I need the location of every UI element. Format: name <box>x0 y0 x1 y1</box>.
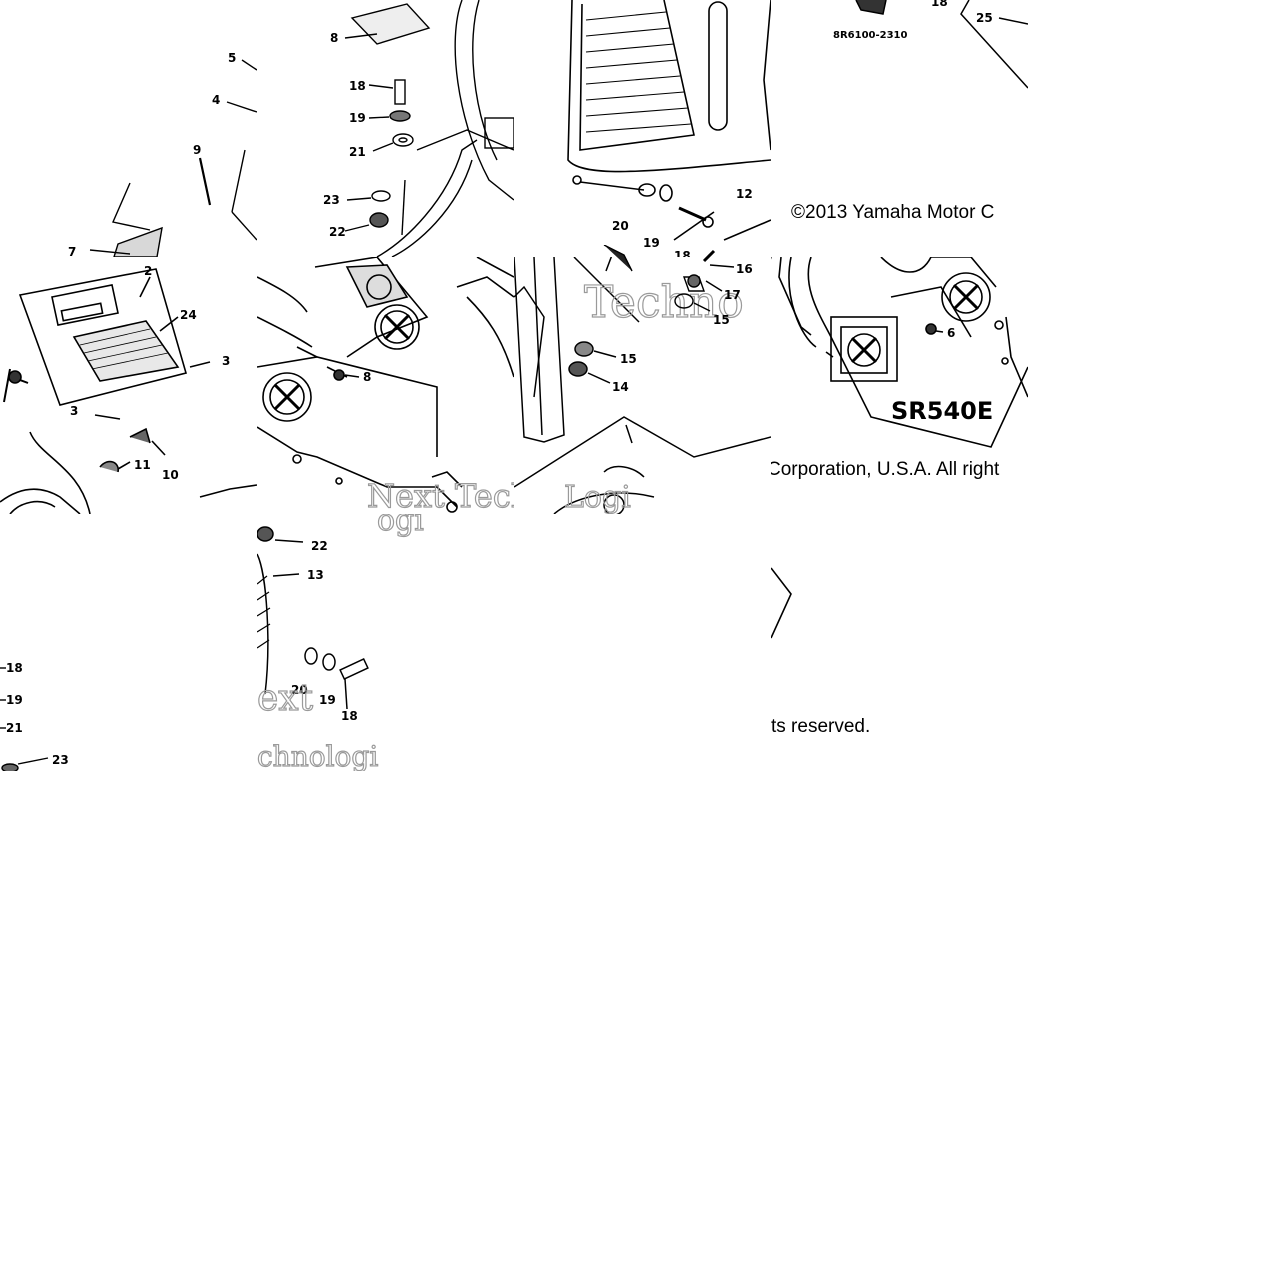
diagram-tile-1: 5 4 9 7 <box>0 0 257 257</box>
callout-5: 5 <box>228 51 236 65</box>
part-code: 8R6100-2310 <box>833 30 908 41</box>
callout-23-d: 23 <box>52 753 69 767</box>
callout-7: 7 <box>68 245 76 257</box>
callout-25: 25 <box>976 11 993 25</box>
callout-19: 19 <box>349 111 366 125</box>
callout-22-b: 22 <box>311 539 328 553</box>
watermark-group: Next Tech <box>366 476 514 514</box>
callout-17: 17 <box>724 288 741 302</box>
diagram-tile-8: 6 SR540E Corporation, U.S.A. All right <box>771 257 1028 514</box>
tile-6-drawing: 8 Next Tech <box>257 257 514 514</box>
diagram-tile-2: 8 18 19 21 23 22 <box>257 0 514 257</box>
callout-6: 6 <box>947 326 955 340</box>
callout-18-c: 18 <box>931 0 948 9</box>
tile-7-drawing: 15 14 Techno Logi <box>514 257 771 514</box>
callout-19-b: 19 <box>643 236 660 250</box>
callout-18-b: 18 <box>674 249 691 257</box>
callout-16: 16 <box>736 262 753 276</box>
callout-8-b: 8 <box>363 370 371 384</box>
callout-23: 23 <box>323 193 340 207</box>
callout-9: 9 <box>193 143 201 157</box>
callout-strip-drawing: 16 17 15 <box>603 245 753 325</box>
callout-3-b: 3 <box>70 404 78 418</box>
diagram-tile-6: 8 Next Tech <box>257 257 514 514</box>
tile-10-drawing: 22 13 20 19 18 ogi ext chnologi <box>257 514 424 771</box>
diagram-tile-7: 15 14 Techno Logi <box>514 257 771 514</box>
callout-12: 12 <box>736 187 753 201</box>
watermark-text-1: Techno <box>584 277 744 328</box>
watermark-text-6: chnologi <box>257 740 378 771</box>
watermark-text-5: ext <box>257 678 314 719</box>
callout-18: 18 <box>349 79 366 93</box>
tile-8-drawing: 6 SR540E <box>771 257 1028 448</box>
tile-9-drawing: 18 19 21 23 <box>0 661 69 771</box>
callout-20-b: 20 <box>291 683 308 697</box>
watermark-text-2: Next Tech <box>367 477 514 514</box>
diagram-tile-10: 22 13 20 19 18 ogi ext chnologi <box>257 514 514 771</box>
copyright-line-1: ©2013 Yamaha Motor C <box>791 202 995 223</box>
callout-11: 11 <box>134 458 151 472</box>
callout-21-d: 21 <box>6 721 23 735</box>
callout-18-e: 18 <box>341 709 358 723</box>
diagram-tile-5: 2 24 3 3 10 11 <box>0 257 257 514</box>
callout-15: 15 <box>620 352 637 366</box>
callout-4: 4 <box>212 93 220 107</box>
callout-15-b: 15 <box>713 313 730 325</box>
diagram-tile-12: ts reserved. <box>771 514 1028 771</box>
callout-18-d: 18 <box>6 661 23 675</box>
callout-14: 14 <box>612 380 629 394</box>
tile-4-drawing: 18 25 8R6100-2310 <box>833 0 1028 89</box>
callout-24: 24 <box>180 308 197 322</box>
tile-2-drawing: 8 18 19 21 23 22 <box>323 0 514 257</box>
tile-5-drawing: 2 24 3 3 10 11 <box>0 264 257 514</box>
callout-8: 8 <box>330 31 338 45</box>
callout-3: 3 <box>222 354 230 368</box>
callout-22: 22 <box>329 225 346 239</box>
copyright-line-3: ts reserved. <box>771 716 871 737</box>
diagram-callout-strip: 16 17 15 <box>514 245 771 325</box>
callout-10: 10 <box>162 468 179 482</box>
watermark-text-4: Logi <box>564 480 631 514</box>
callout-19-d: 19 <box>6 693 23 707</box>
callout-2: 2 <box>144 264 152 278</box>
callout-13: 13 <box>307 568 324 582</box>
watermark-text-3: ogi <box>377 514 424 538</box>
callout-21: 21 <box>349 145 366 159</box>
diagram-tile-3: 12 20 19 18 <box>514 0 771 257</box>
copyright-line-2: Corporation, U.S.A. All right <box>771 459 1000 480</box>
tile-1-drawing: 5 4 9 7 <box>68 51 257 257</box>
model-badge: SR540E <box>891 397 993 425</box>
tile-12-drawing <box>771 567 792 639</box>
callout-19-e: 19 <box>319 693 336 707</box>
diagram-tile-9: 18 19 21 23 <box>0 514 257 771</box>
diagram-tile-4: 18 25 8R6100-2310 ©2013 Yamaha Motor C <box>771 0 1028 257</box>
callout-20: 20 <box>612 219 629 233</box>
tile-3-drawing: 12 20 19 18 <box>567 0 771 257</box>
